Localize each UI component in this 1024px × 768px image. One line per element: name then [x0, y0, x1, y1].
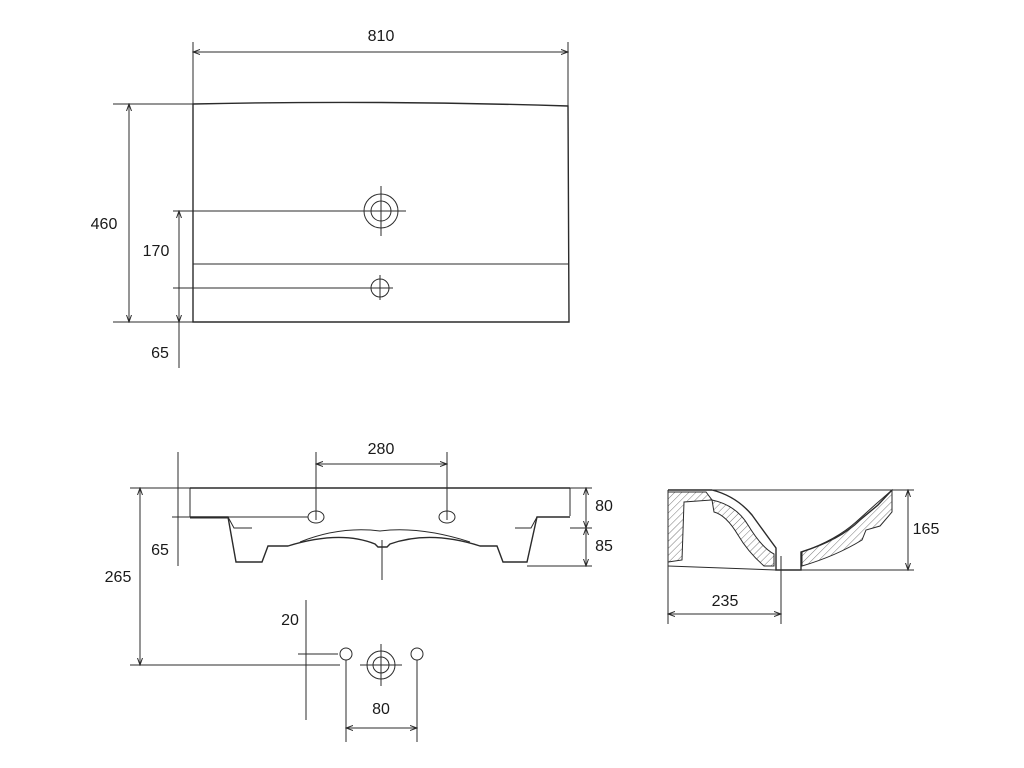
dim-total-height-label: 265: [105, 569, 132, 586]
detail-left-hole-icon: [339, 647, 353, 661]
section-wall-right: [801, 488, 893, 567]
dim-depth-label: 460: [91, 216, 118, 233]
dim-detail-spacing-label: 80: [372, 701, 390, 718]
dim-front-overflow-label: 65: [151, 542, 169, 559]
section-view: 235 165: [667, 488, 940, 624]
dim-width-label: 810: [368, 28, 395, 45]
basin-front-outline: [190, 516, 570, 563]
dim-tap-offset-label: 170: [143, 243, 170, 260]
top-view: 810 460 170 65: [91, 28, 570, 368]
dim-overflow-offset-label: 65: [151, 345, 169, 362]
section-wall-left: [667, 491, 713, 563]
front-view: 280 65 265 80 85: [105, 441, 613, 665]
dim-section-height-label: 165: [913, 521, 940, 538]
overflow-hole-icon: [367, 275, 393, 300]
detail-center-hole-icon: [360, 644, 402, 686]
dim-vertical-offset-label: 20: [281, 612, 299, 629]
dim-holes-spacing-label: 280: [368, 441, 395, 458]
section-wall-curve: [711, 499, 775, 567]
detail-right-hole-icon: [410, 647, 424, 661]
dim-lower-height-label: 85: [595, 538, 613, 555]
dim-section-depth-label: 235: [712, 593, 739, 610]
dim-upper-height-label: 80: [595, 498, 613, 515]
tap-hole-icon: [356, 186, 406, 236]
basin-top-outline: [192, 101, 570, 323]
hole-detail-view: 20 80: [281, 600, 424, 742]
